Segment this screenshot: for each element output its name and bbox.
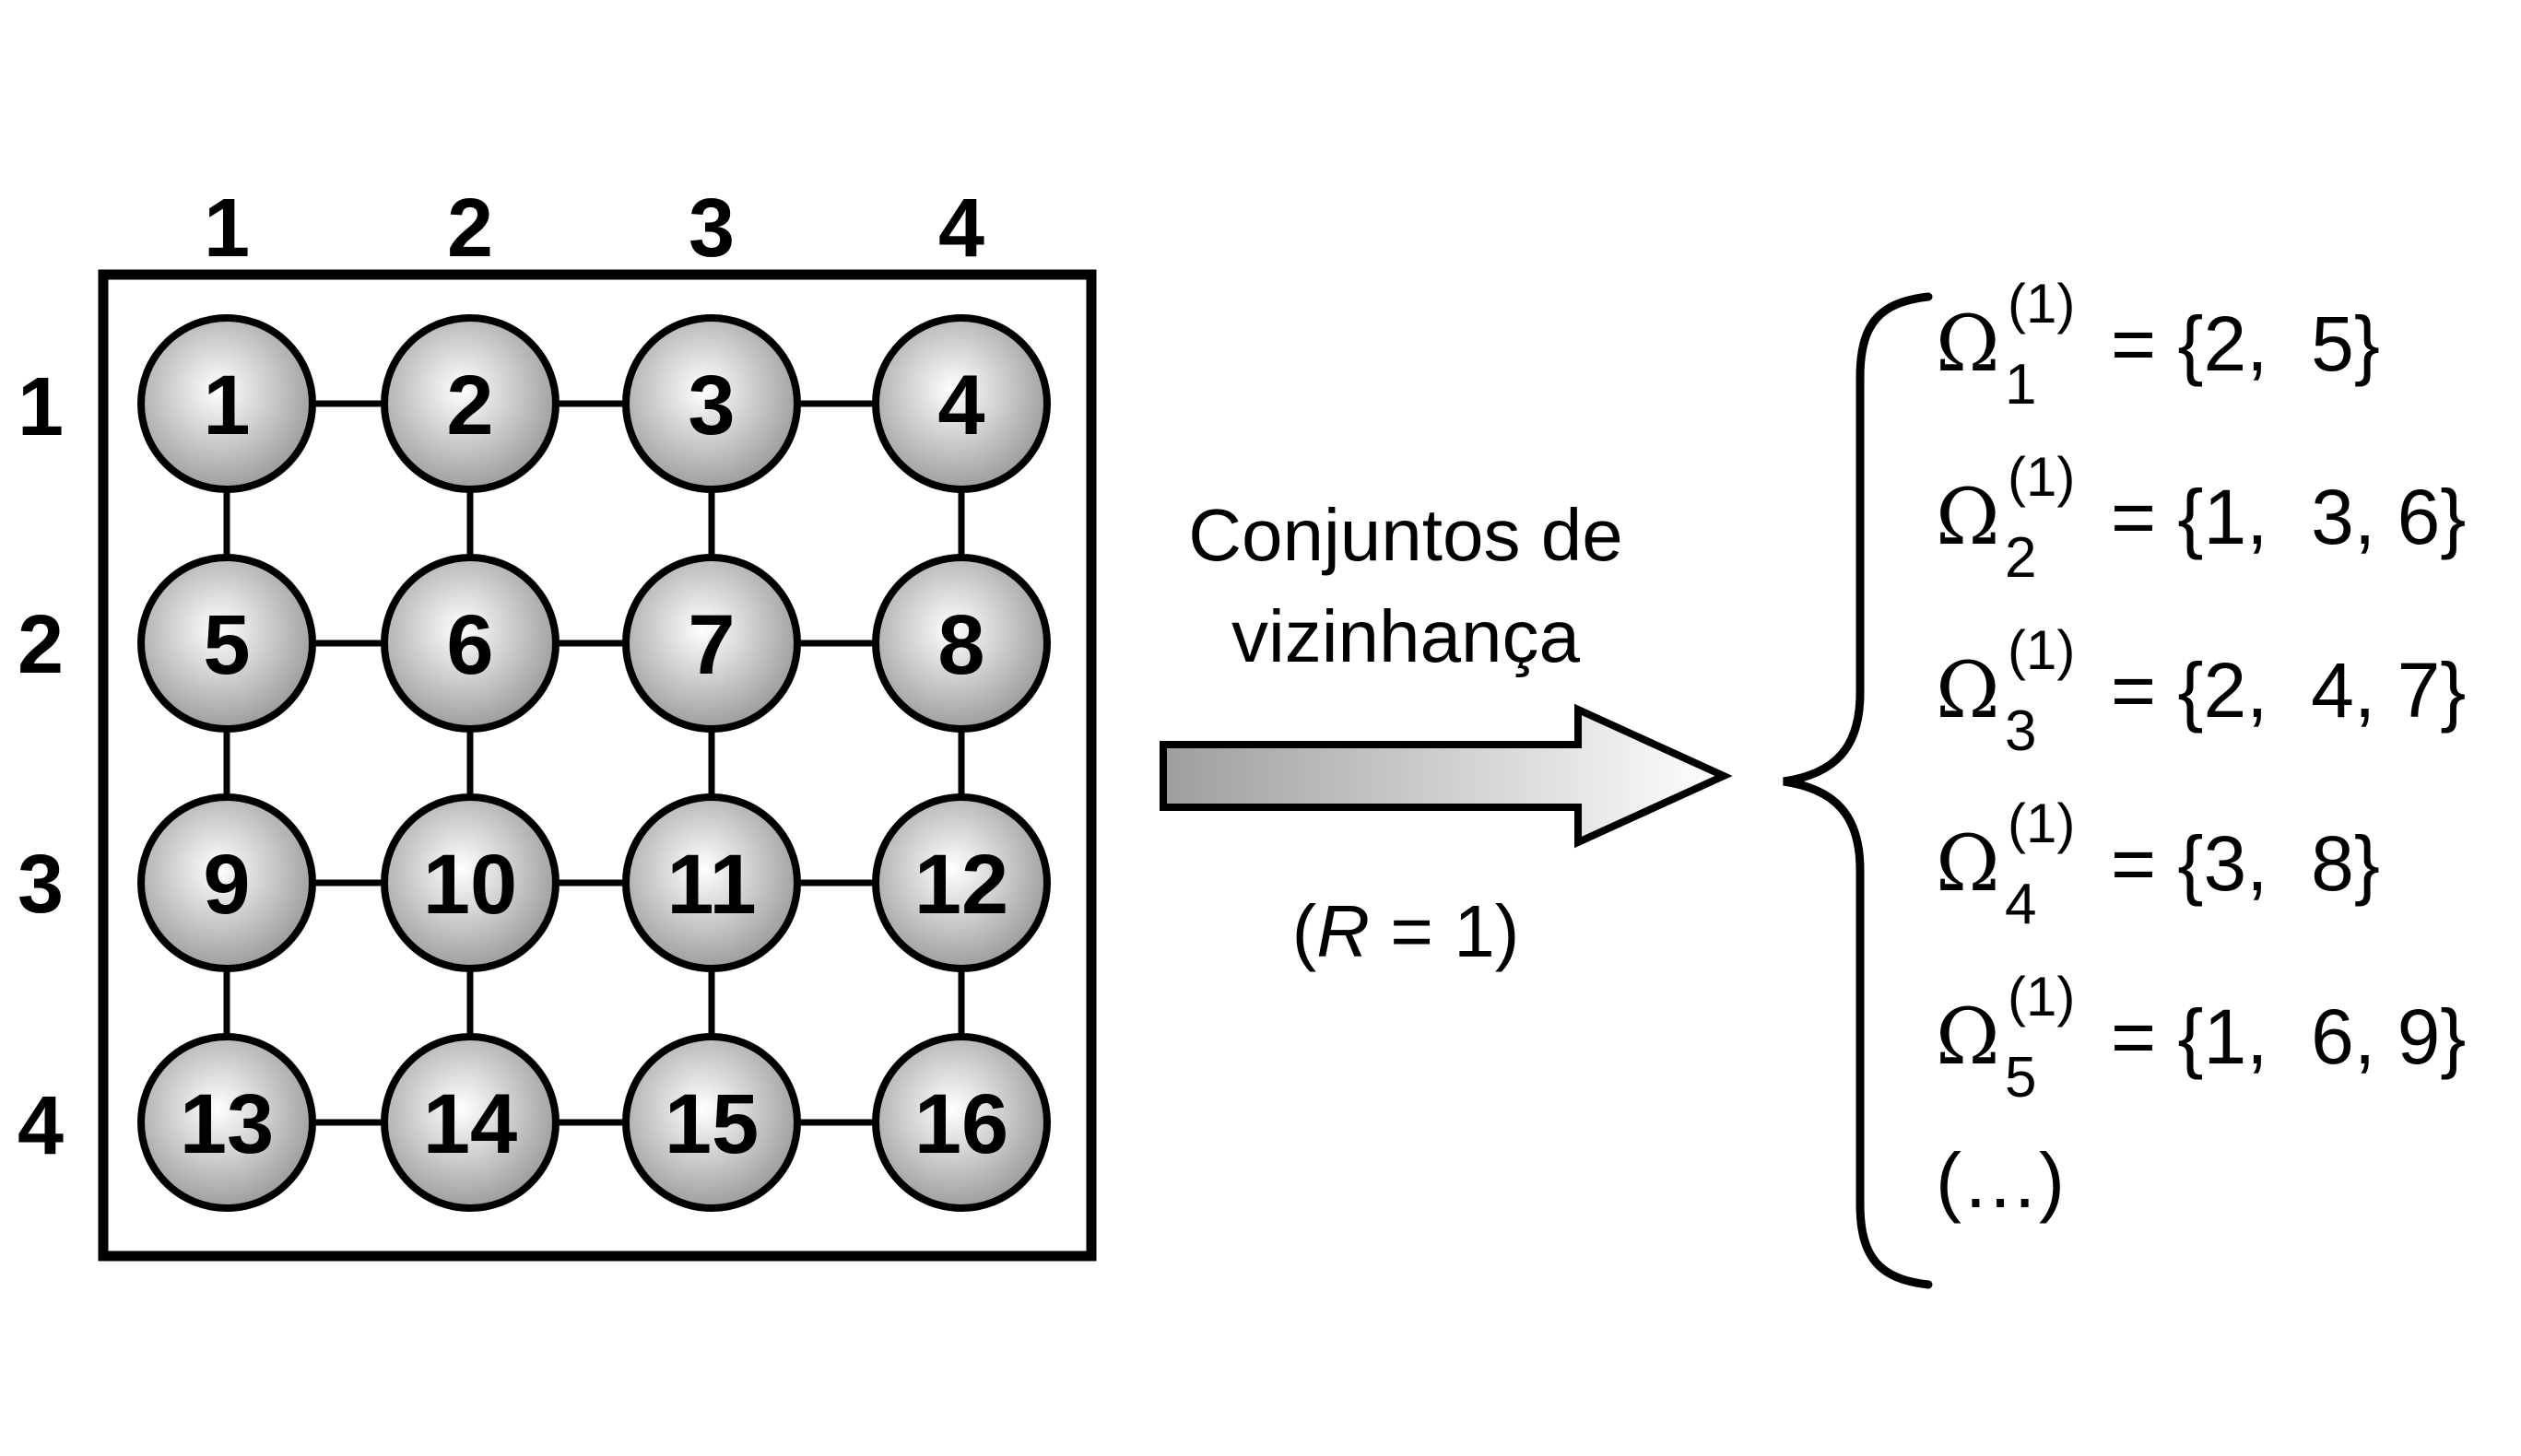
- node-number: 16: [914, 1077, 1008, 1171]
- omega-symbol: Ω: [1936, 818, 2000, 909]
- node-number: 9: [203, 838, 250, 932]
- set-row-1: Ω (1) 1 = {2, 5}: [1936, 273, 2380, 417]
- node-circle: [381, 314, 560, 493]
- node-circle: [137, 1033, 316, 1212]
- node-circle: [872, 314, 1051, 493]
- set-value: = {1, 6, 9}: [2111, 993, 2466, 1080]
- neighborhood-sets: Ω (1) 1 = {2, 5} Ω (1) 2 = {1, 3, 6} Ω (…: [1936, 273, 2466, 1224]
- node-circle: [137, 314, 316, 493]
- row-label: 4: [18, 1080, 64, 1172]
- grid-node: 16: [872, 1033, 1051, 1212]
- grid-node: 10: [381, 793, 560, 972]
- grid-node: 8: [872, 554, 1051, 733]
- node-number: 8: [937, 598, 984, 692]
- grid-node: 13: [137, 1033, 316, 1212]
- grid-node: 15: [622, 1033, 801, 1212]
- grid-node: 5: [137, 554, 316, 733]
- set-superscript: (1): [2008, 446, 2075, 508]
- node-circle: [622, 1033, 801, 1212]
- grid-node: 7: [622, 554, 801, 733]
- omega-symbol: Ω: [1936, 472, 2000, 562]
- set-row-4: Ω (1) 4 = {3, 8}: [1936, 793, 2380, 936]
- grid-node: 14: [381, 1033, 560, 1212]
- set-subscript: 4: [2005, 873, 2036, 936]
- set-value: = {1, 3, 6}: [2111, 474, 2466, 560]
- set-subscript: 5: [2005, 1046, 2036, 1110]
- node-number: 6: [446, 598, 493, 692]
- grid-node: 2: [381, 314, 560, 493]
- omega-symbol: Ω: [1936, 992, 2000, 1082]
- grid-node: 4: [872, 314, 1051, 493]
- node-number: 3: [688, 358, 735, 452]
- node-circle: [872, 554, 1051, 733]
- omega-symbol: Ω: [1936, 645, 2000, 735]
- set-superscript: (1): [2008, 966, 2075, 1027]
- node-circle: [137, 554, 316, 733]
- node-number: 7: [688, 598, 735, 692]
- grid-connections: [223, 400, 965, 1126]
- column-labels: 1 2 3 4: [204, 182, 984, 275]
- column-label: 1: [204, 182, 250, 275]
- set-superscript: (1): [2008, 619, 2075, 681]
- grid-node: 9: [137, 793, 316, 972]
- radius-caption: (R = 1): [1292, 890, 1520, 972]
- grid-node: 1: [137, 314, 316, 493]
- node-number: 14: [423, 1077, 517, 1171]
- node-circle: [137, 793, 316, 972]
- set-row-2: Ω (1) 2 = {1, 3, 6}: [1936, 446, 2466, 590]
- arrow-caption-line2: vizinhança: [1231, 595, 1581, 677]
- node-number: 11: [666, 838, 756, 932]
- node-circle: [622, 554, 801, 733]
- set-superscript: (1): [2008, 273, 2075, 335]
- node-circle: [381, 793, 560, 972]
- column-label: 4: [938, 182, 984, 275]
- row-label: 2: [18, 599, 64, 691]
- arrow-caption-line1: Conjuntos de: [1188, 494, 1622, 576]
- set-superscript: (1): [2008, 793, 2075, 854]
- grid-node: 11: [622, 793, 801, 972]
- node-circle: [872, 793, 1051, 972]
- set-row-5: Ω (1) 5 = {1, 6, 9}: [1936, 966, 2466, 1110]
- node-number: 10: [423, 838, 517, 932]
- node-circle: [622, 793, 801, 972]
- node-number: 12: [914, 838, 1008, 932]
- node-circle: [381, 554, 560, 733]
- right-arrow-icon: [1160, 703, 1733, 849]
- set-value: = {3, 8}: [2111, 820, 2380, 907]
- node-number: 1: [203, 358, 250, 452]
- node-number: 5: [203, 598, 250, 692]
- row-label: 1: [18, 361, 64, 453]
- set-value: = {2, 5}: [2111, 300, 2380, 387]
- set-subscript: 1: [2005, 353, 2036, 417]
- node-number: 4: [937, 358, 984, 452]
- set-subscript: 2: [2005, 526, 2036, 590]
- grid-node: 6: [381, 554, 560, 733]
- row-label: 3: [18, 839, 64, 931]
- node-circle: [872, 1033, 1051, 1212]
- set-subscript: 3: [2005, 699, 2036, 763]
- node-number: 2: [446, 358, 493, 452]
- node-circle: [622, 314, 801, 493]
- curly-brace: [1783, 292, 1933, 1289]
- column-label: 3: [689, 182, 735, 275]
- grid-node: 3: [622, 314, 801, 493]
- ellipsis: (…): [1936, 1137, 2065, 1224]
- grid-node: 12: [872, 793, 1051, 972]
- node-circle: [381, 1033, 560, 1212]
- omega-symbol: Ω: [1936, 299, 2000, 389]
- node-number: 15: [665, 1077, 759, 1171]
- set-row-3: Ω (1) 3 = {2, 4, 7}: [1936, 619, 2466, 763]
- node-number: 13: [180, 1077, 274, 1171]
- row-labels: 1 2 3 4: [18, 361, 64, 1172]
- column-label: 2: [447, 182, 493, 275]
- grid-frame: [98, 269, 1097, 1262]
- set-value: = {2, 4, 7}: [2111, 647, 2466, 734]
